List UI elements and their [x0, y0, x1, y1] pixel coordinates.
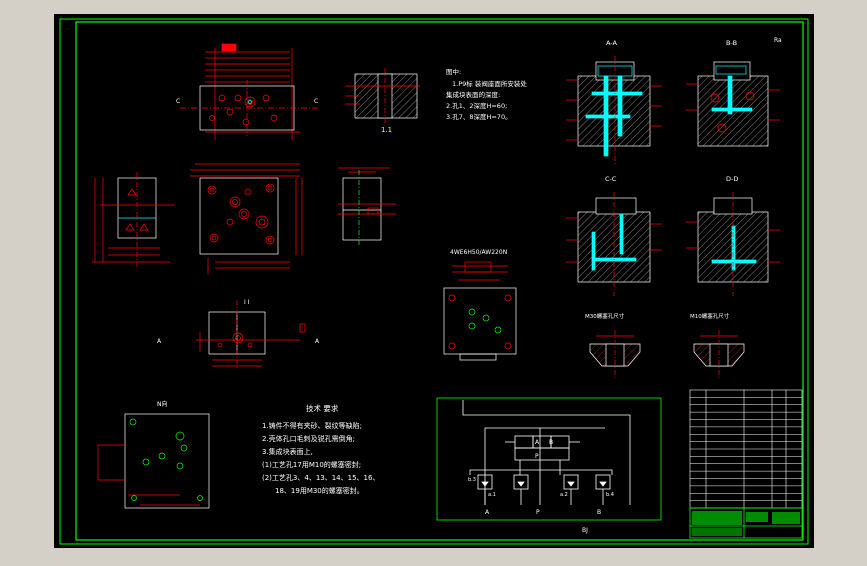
- inner-frame: [75, 21, 804, 541]
- roughness-symbol: Ra: [774, 37, 782, 44]
- plug-detail-m30[interactable]: [589, 330, 641, 378]
- circuit-port-a-top: A: [535, 439, 540, 446]
- view-valve-mount[interactable]: [443, 261, 517, 361]
- tech-line-6: 18、19用M30的螺塞密封。: [275, 486, 364, 495]
- tech-line-4: (1)工艺孔17用M10的螺塞密封;: [262, 460, 361, 469]
- circuit-bottom-b: B: [597, 509, 601, 516]
- section-c-c-label: C-C: [605, 175, 617, 183]
- tech-requirements: 技术 要求 1.铸件不得有夹砂、裂纹等缺陷; 2.壳体孔口毛刺及锐孔需倒角; 3…: [262, 403, 379, 495]
- circuit-tag-b4: b.4: [606, 492, 614, 498]
- parts-list[interactable]: [689, 389, 803, 509]
- canvas-background: [54, 14, 814, 548]
- section-d-d[interactable]: [686, 192, 780, 296]
- view-top-left[interactable]: [180, 43, 318, 140]
- notes-line-4: 3.孔7、8深度H=70。: [446, 112, 512, 121]
- notes-line-3: 2.孔1、2深度H=60;: [446, 101, 507, 110]
- tech-line-5: (2)工艺孔3、4、13、14、15、16、: [262, 474, 379, 482]
- section-c-c[interactable]: [566, 192, 662, 296]
- view-n-label: N向: [157, 400, 168, 408]
- plug-m30-label: M30螺塞孔尺寸: [585, 312, 625, 320]
- plug-detail-m10[interactable]: [693, 330, 745, 378]
- section-marker-c-right: C: [314, 98, 318, 105]
- detail-1-1-label: 1.1: [381, 126, 392, 134]
- view-side-left[interactable]: [92, 172, 175, 268]
- marker-a-right: A: [315, 338, 320, 345]
- circuit-tag-a2: a.2: [560, 492, 568, 498]
- detail-ii-label: I I: [244, 299, 250, 306]
- marker-a-left: A: [157, 338, 162, 345]
- view-i-i[interactable]: [196, 300, 306, 370]
- notes-line-1: 1.P9标 装阀座面所安装处: [452, 79, 527, 88]
- notes-block: 图中: 1.P9标 装阀座面所安装处 集成块表面的深度: 2.孔1、2深度H=6…: [446, 67, 527, 121]
- notes-line-2: 集成块表面的深度:: [446, 90, 500, 99]
- view-side-right[interactable]: [338, 167, 396, 246]
- circuit-bottom-p: P: [536, 509, 540, 516]
- plug-m10-label: M10螺塞孔尺寸: [690, 312, 730, 320]
- outer-frame: [59, 18, 809, 545]
- notes-heading: 图中:: [446, 67, 461, 76]
- circuit-bottom-a: A: [485, 509, 490, 516]
- view-main-front[interactable]: [190, 163, 303, 275]
- tech-line-2: 2.壳体孔口毛刺及锐孔需倒角;: [262, 434, 355, 443]
- detail-1-1[interactable]: [345, 68, 420, 124]
- circuit-caption: BJ: [582, 527, 588, 534]
- section-a-a-label: A-A: [606, 39, 618, 47]
- section-b-b-label: B-B: [726, 39, 737, 47]
- circuit-tag-a1: a.1: [488, 492, 496, 498]
- section-b-b[interactable]: [686, 61, 780, 147]
- circuit-port-b-top: B: [549, 439, 553, 446]
- tech-title: 技术 要求: [306, 403, 339, 413]
- view-n[interactable]: [97, 413, 210, 509]
- title-block[interactable]: [689, 507, 803, 539]
- tech-line-1: 1.铸件不得有夹砂、裂纹等缺陷;: [262, 421, 362, 430]
- section-a-a[interactable]: [566, 56, 662, 165]
- section-marker-c-left: C: [176, 98, 180, 105]
- circuit-tag-b3: b.3: [468, 477, 476, 483]
- circuit-port-p-mid: P: [535, 453, 539, 460]
- valve-model-label: 4WE6H50/AW220N: [450, 249, 507, 256]
- tech-line-3: 3.集成块表面上,: [262, 447, 313, 456]
- hydraulic-circuit[interactable]: [436, 397, 662, 521]
- section-d-d-label: D-D: [726, 175, 738, 183]
